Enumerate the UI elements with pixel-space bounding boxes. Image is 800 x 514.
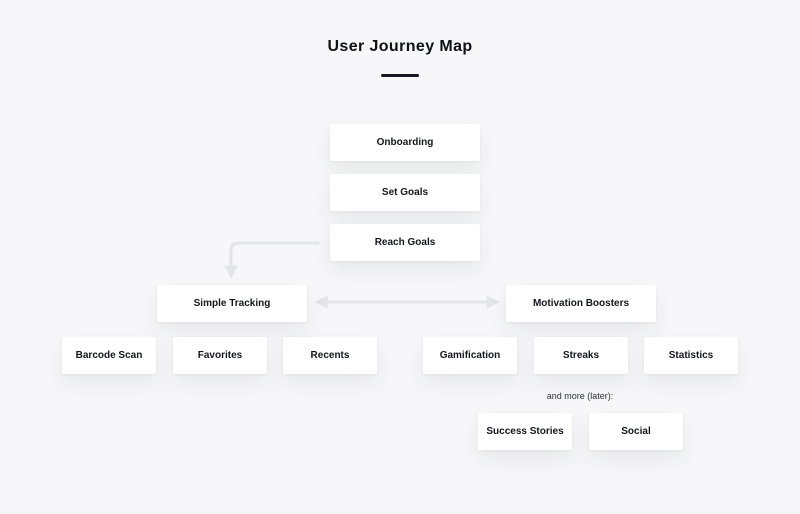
statistics-node[interactable]: Statistics (644, 337, 738, 374)
page-title: User Journey Map (327, 38, 473, 55)
set-goals-node[interactable]: Set Goals (330, 174, 480, 211)
success-stories-node[interactable]: Success Stories (478, 413, 572, 450)
gamification-node[interactable]: Gamification (423, 337, 517, 374)
streaks-node[interactable]: Streaks (534, 337, 628, 374)
favorites-node[interactable]: Favorites (173, 337, 267, 374)
barcode-scan-node[interactable]: Barcode Scan (62, 337, 156, 374)
social-node[interactable]: Social (589, 413, 683, 450)
later-note: and more (later): (546, 391, 614, 401)
title-underline (381, 74, 419, 77)
simple-tracking-node[interactable]: Simple Tracking (157, 285, 307, 322)
reach-goals-node[interactable]: Reach Goals (330, 224, 480, 261)
onboarding-node[interactable]: Onboarding (330, 124, 480, 161)
recents-node[interactable]: Recents (283, 337, 377, 374)
elbow-arrow-to-simple-tracking (224, 241, 320, 279)
motivation-boosters-node[interactable]: Motivation Boosters (506, 285, 656, 322)
